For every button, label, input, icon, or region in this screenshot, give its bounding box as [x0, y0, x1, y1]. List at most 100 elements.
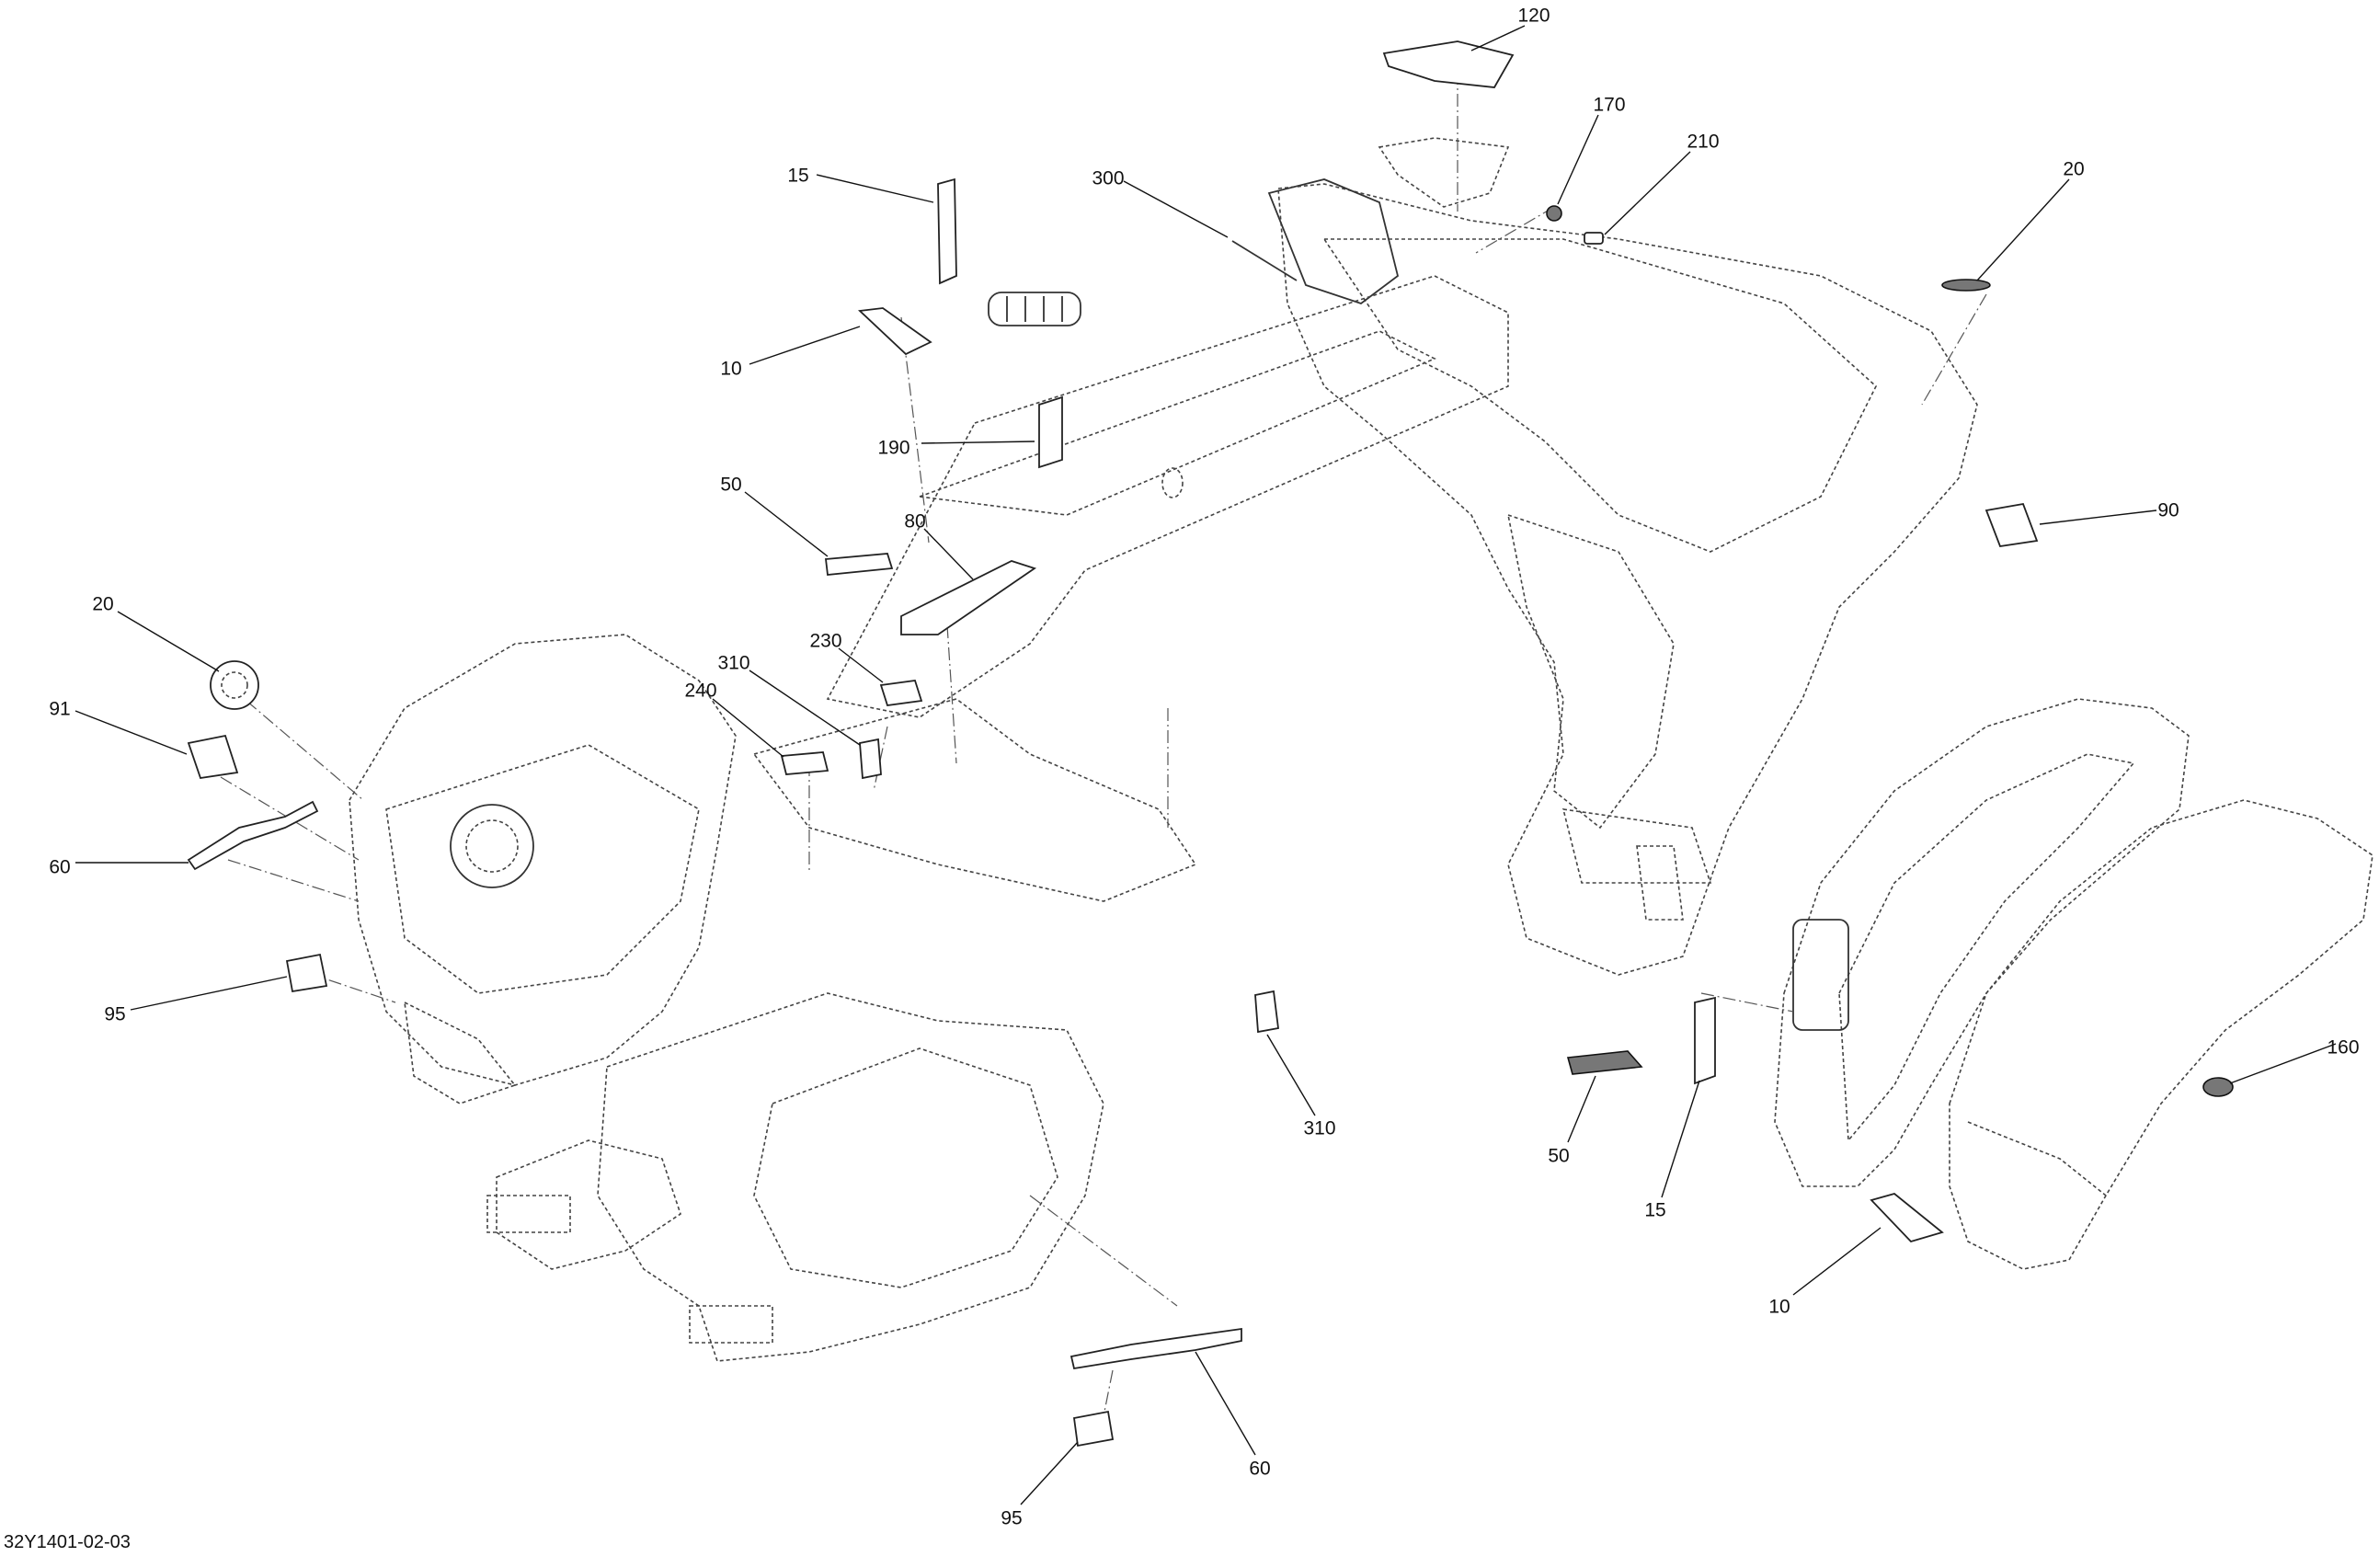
decal-60-left — [187, 800, 319, 871]
decal-120 — [1382, 40, 1515, 88]
decal-95-left — [285, 953, 328, 993]
callout-240: 240 — [684, 681, 784, 758]
callout-leader-line — [1470, 25, 1526, 52]
callout-91: 91 — [49, 699, 188, 755]
handlebar-grip — [988, 292, 1081, 326]
callout-number: 95 — [1001, 1508, 1022, 1529]
callout-leader-line — [1567, 1075, 1596, 1143]
callout-leader-line — [130, 976, 288, 1011]
callout-50: 50 — [720, 475, 829, 557]
callout-leader-line — [1020, 1441, 1079, 1505]
callout-number: 60 — [1249, 1459, 1270, 1480]
callout-50: 50 — [1548, 1075, 1596, 1167]
callout-number: 310 — [1303, 1118, 1335, 1139]
rear-fender-outer — [1949, 799, 2373, 1270]
callout-number: 300 — [1092, 168, 1124, 189]
strip-300 — [1231, 240, 1298, 281]
callout-leader-line — [838, 647, 884, 683]
callout-20: 20 — [1976, 159, 2085, 281]
decal-50-lower — [1566, 1050, 1643, 1075]
callout-leader-line — [749, 670, 861, 746]
decals — [187, 40, 2234, 1448]
main-frame-tube — [752, 275, 1509, 902]
decal-80 — [900, 560, 1037, 635]
callout-number: 230 — [809, 631, 841, 652]
callout-leader-line — [1976, 178, 2070, 281]
decal-190 — [1038, 395, 1063, 469]
callout-210: 210 — [1604, 132, 1720, 235]
drawing-id: 32Y1401-02-03 — [4, 1532, 131, 1552]
callout-leader-line — [1266, 1034, 1316, 1116]
decal-50-upper — [824, 553, 894, 576]
callout-20: 20 — [92, 594, 220, 672]
callout-leader-line — [1792, 1227, 1881, 1296]
callout-leader-line — [1604, 151, 1691, 235]
callout-leader-line — [74, 710, 188, 755]
callout-number: 10 — [1768, 1297, 1790, 1318]
front-lower-body — [486, 992, 1104, 1362]
callout-number: 50 — [720, 475, 741, 496]
rivet-170 — [1546, 205, 1562, 222]
decal-240 — [780, 751, 829, 775]
callout-15: 15 — [787, 166, 934, 203]
decal-310-upper — [859, 738, 882, 780]
emblem-20-front-inner — [221, 671, 248, 699]
callout-300: 300 — [1092, 168, 1229, 238]
callout-number: 90 — [2157, 500, 2179, 521]
callout-number: 20 — [92, 594, 113, 615]
callout-number: 120 — [1517, 6, 1550, 27]
assembly-center-lines — [220, 72, 1987, 1417]
callout-95: 95 — [104, 976, 288, 1025]
decal-120-substrate — [1378, 137, 1510, 208]
callout-170: 170 — [1557, 95, 1626, 205]
callout-number: 50 — [1548, 1146, 1569, 1167]
callout-leader-line — [816, 174, 934, 203]
callout-10: 10 — [720, 326, 861, 380]
callout-leader-line — [1123, 180, 1229, 238]
callout-leader-line — [2229, 1043, 2337, 1084]
callout-number: 95 — [104, 1004, 125, 1025]
decal-91 — [187, 734, 239, 780]
callout-leader-line — [749, 326, 861, 365]
callout-number: 91 — [49, 699, 70, 720]
callout-leader-line — [1195, 1351, 1256, 1456]
callout-leader-line — [744, 491, 829, 557]
callout-10: 10 — [1768, 1227, 1881, 1318]
callout-95: 95 — [1001, 1441, 1079, 1529]
emblem-20-front — [210, 660, 259, 710]
callout-number: 190 — [877, 438, 909, 459]
callout-leader-line — [2039, 509, 2157, 525]
decal-15-lower — [1694, 996, 1716, 1085]
clip-210 — [1584, 232, 1604, 245]
decal-10-lower — [1870, 1193, 1944, 1243]
decal-10-upper — [857, 307, 932, 356]
callout-90: 90 — [2039, 500, 2179, 525]
callout-leader-line — [923, 528, 974, 580]
callout-310: 310 — [1266, 1034, 1336, 1139]
callout-number: 15 — [787, 166, 808, 187]
callout-number: 20 — [2063, 159, 2084, 180]
callout-310: 310 — [717, 653, 861, 746]
emblem-160 — [2202, 1077, 2234, 1097]
callout-230: 230 — [809, 631, 884, 683]
plug — [1161, 467, 1184, 498]
callout-leader-line — [921, 441, 1035, 444]
callout-80: 80 — [904, 511, 974, 580]
decal-95-lower — [1072, 1410, 1115, 1448]
rear-fender-inner — [1774, 698, 2190, 1187]
callout-number: 10 — [720, 359, 741, 380]
callout-number: 160 — [2327, 1037, 2359, 1059]
callout-number: 15 — [1644, 1200, 1665, 1221]
callout-60: 60 — [1195, 1351, 1271, 1480]
callout-leader-line — [1557, 114, 1599, 205]
decal-15-upper — [937, 177, 957, 285]
callout-leader-line — [1661, 1080, 1700, 1198]
decal-60-lower — [1069, 1327, 1242, 1370]
callout-number: 60 — [49, 857, 70, 878]
decal-310-lower — [1254, 990, 1279, 1034]
callout-120: 120 — [1470, 6, 1550, 52]
callout-160: 160 — [2229, 1037, 2360, 1084]
